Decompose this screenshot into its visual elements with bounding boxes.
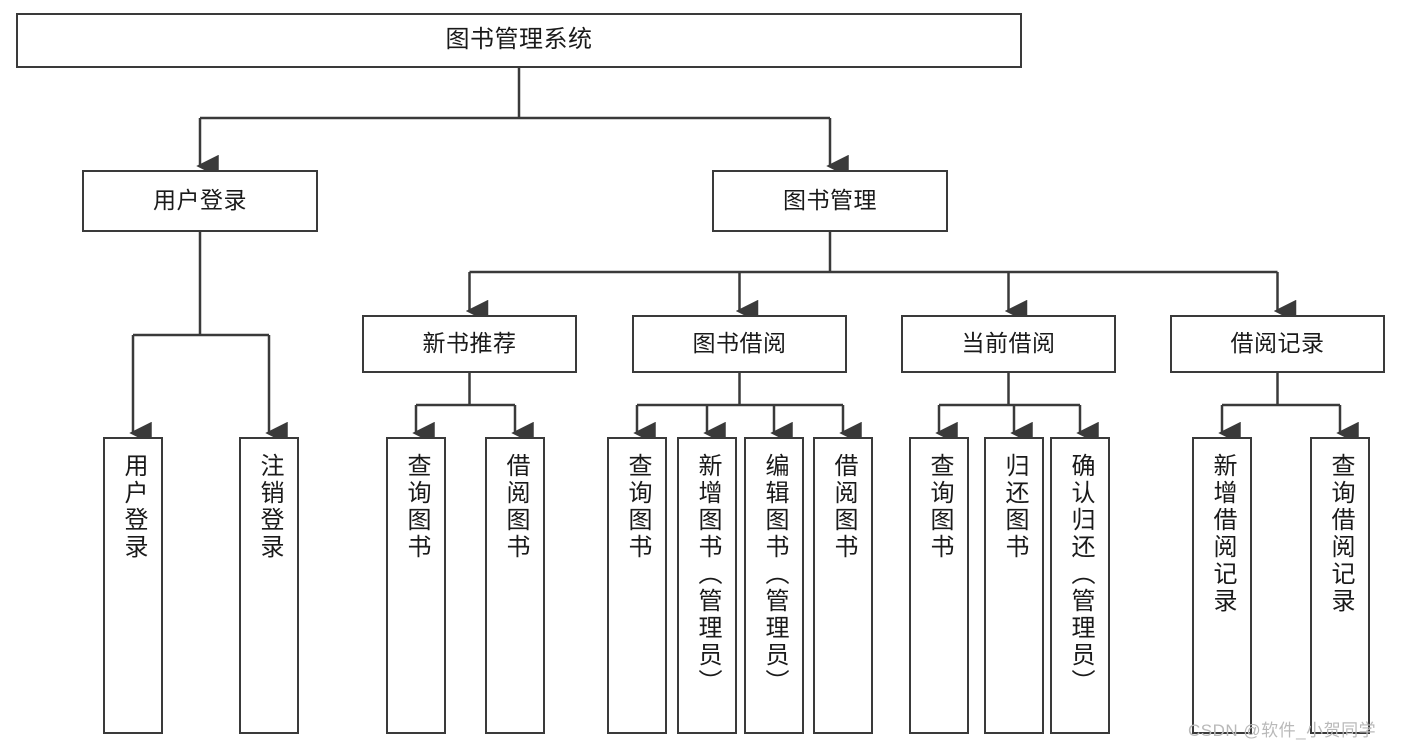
node-new-book-rec[interactable]: 新书推荐 bbox=[362, 315, 577, 373]
node-label: 当前借阅 bbox=[961, 330, 1056, 357]
node-label: 编辑图书（管理员） bbox=[761, 453, 788, 696]
node-label: 注销登录 bbox=[256, 453, 283, 561]
node-leaf-edit-book[interactable]: 编辑图书（管理员） bbox=[744, 437, 804, 734]
node-label: 借阅记录 bbox=[1230, 330, 1325, 357]
node-label: 新增借阅记录 bbox=[1209, 453, 1236, 615]
node-book-borrow[interactable]: 图书借阅 bbox=[632, 315, 847, 373]
node-root[interactable]: 图书管理系统 bbox=[16, 13, 1022, 68]
node-leaf-add-book[interactable]: 新增图书（管理员） bbox=[677, 437, 737, 734]
node-book-manage[interactable]: 图书管理 bbox=[712, 170, 948, 232]
node-label: 借阅图书 bbox=[830, 453, 857, 561]
node-label: 用户登录 bbox=[120, 453, 147, 561]
node-label: 借阅图书 bbox=[502, 453, 529, 561]
node-label: 查询图书 bbox=[403, 453, 430, 561]
node-current-borrow[interactable]: 当前借阅 bbox=[901, 315, 1116, 373]
node-leaf-user-login[interactable]: 用户登录 bbox=[103, 437, 163, 734]
node-leaf-borrow-book-2[interactable]: 借阅图书 bbox=[813, 437, 873, 734]
node-leaf-query-book-2[interactable]: 查询图书 bbox=[607, 437, 667, 734]
node-leaf-borrow-book-1[interactable]: 借阅图书 bbox=[485, 437, 545, 734]
node-label: 用户登录 bbox=[153, 187, 247, 214]
node-label: 查询图书 bbox=[624, 453, 651, 561]
node-user-login[interactable]: 用户登录 bbox=[82, 170, 318, 232]
node-label: 归还图书 bbox=[1001, 453, 1028, 561]
node-label: 新书推荐 bbox=[422, 330, 517, 357]
node-leaf-query-book-3[interactable]: 查询图书 bbox=[909, 437, 969, 734]
node-leaf-query-book-1[interactable]: 查询图书 bbox=[386, 437, 446, 734]
node-leaf-return-book[interactable]: 归还图书 bbox=[984, 437, 1044, 734]
node-label: 图书借阅 bbox=[692, 330, 787, 357]
node-label: 新增图书（管理员） bbox=[694, 453, 721, 696]
node-leaf-query-record[interactable]: 查询借阅记录 bbox=[1310, 437, 1370, 734]
node-borrow-record[interactable]: 借阅记录 bbox=[1170, 315, 1385, 373]
node-leaf-add-record[interactable]: 新增借阅记录 bbox=[1192, 437, 1252, 734]
node-label: 确认归还（管理员） bbox=[1067, 453, 1094, 696]
node-label: 图书管理 bbox=[783, 187, 877, 214]
node-leaf-logout[interactable]: 注销登录 bbox=[239, 437, 299, 734]
node-label: 查询借阅记录 bbox=[1327, 453, 1354, 615]
node-label: 图书管理系统 bbox=[445, 26, 593, 54]
node-leaf-confirm-return[interactable]: 确认归还（管理员） bbox=[1050, 437, 1110, 734]
node-label: 查询图书 bbox=[926, 453, 953, 561]
